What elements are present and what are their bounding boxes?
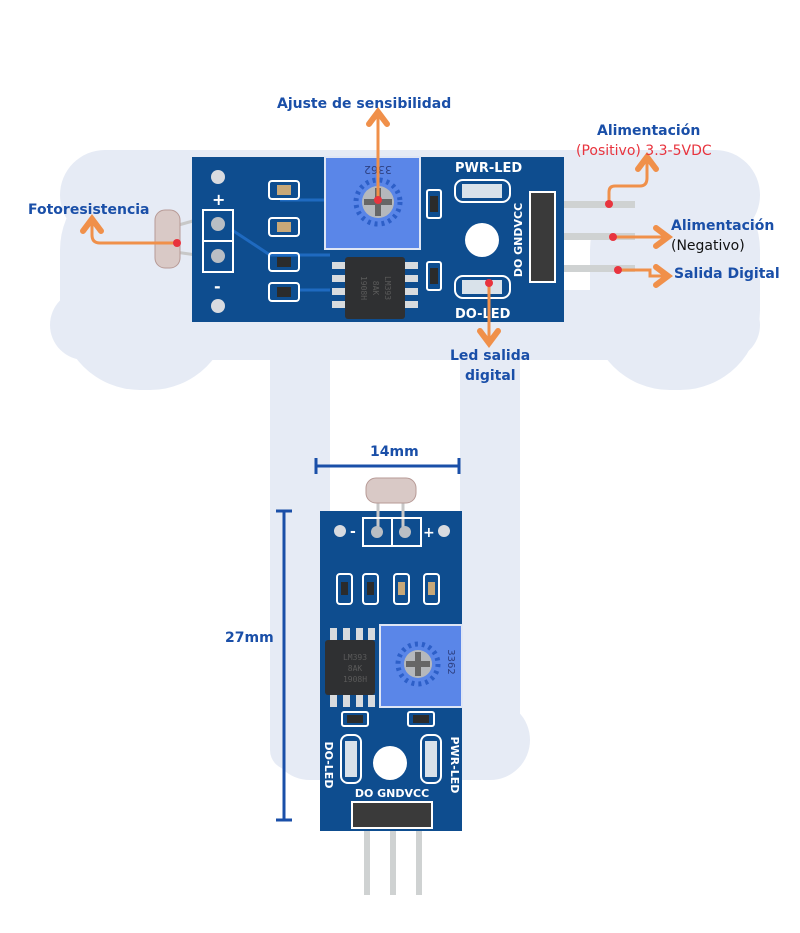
minus-label: - bbox=[214, 277, 221, 296]
label-led-out-line2: digital bbox=[465, 368, 516, 384]
pin-header bbox=[529, 191, 556, 283]
pin-labels-bottom: DO GNDVCC bbox=[355, 787, 429, 800]
plus-label: + bbox=[212, 190, 225, 209]
ic-chip bbox=[345, 257, 405, 319]
callout-arrows bbox=[80, 107, 673, 348]
pwr-led-label-bottom: PWR-LED bbox=[448, 737, 461, 794]
label-width: 14mm bbox=[370, 444, 419, 460]
ic-chip-bottom bbox=[325, 640, 375, 695]
arrow-power-pos bbox=[607, 152, 659, 204]
label-photoresistor: Fotoresistencia bbox=[28, 202, 150, 218]
pwr-led-bottom bbox=[425, 741, 437, 777]
do-led-label-bottom: DO-LED bbox=[322, 742, 335, 789]
photoresistor bbox=[154, 209, 181, 269]
photoresistor-bottom bbox=[365, 477, 417, 504]
dimension-height bbox=[276, 509, 292, 822]
mounting-hole-bottom bbox=[373, 746, 407, 780]
chip-line-1: LM393 bbox=[383, 276, 392, 300]
pin-do bbox=[555, 265, 635, 272]
pot-marking-bottom: 3362 bbox=[445, 649, 456, 674]
label-power-neg-line2: (Negativo) bbox=[671, 238, 745, 254]
dimension-width bbox=[314, 458, 461, 474]
pin-gnd bbox=[555, 233, 635, 240]
label-digital-out: Salida Digital bbox=[674, 266, 780, 282]
pin-vcc bbox=[555, 201, 635, 208]
pin-labels: DO GNDVCC bbox=[512, 203, 525, 277]
watermark-stem-right bbox=[460, 300, 520, 770]
arrow-photoresistor bbox=[80, 214, 177, 245]
label-sensitivity: Ajuste de sensibilidad bbox=[277, 96, 452, 112]
pwr-led-label: PWR-LED bbox=[455, 161, 522, 176]
label-power-pos-line2: (Positivo) 3.3-5VDC bbox=[576, 143, 712, 159]
pin-header-bottom bbox=[351, 801, 433, 829]
do-led-label: DO-LED bbox=[455, 307, 511, 322]
chip-line-3: 1908H bbox=[359, 276, 368, 300]
minus-label-bottom: - bbox=[350, 524, 356, 540]
chip-line-3-bottom: 1908H bbox=[343, 675, 367, 684]
label-power-pos-line1: Alimentación bbox=[597, 123, 701, 139]
plus-label-bottom: + bbox=[423, 525, 435, 541]
chip-line-1-bottom: LM393 bbox=[343, 653, 367, 662]
board-top: + - 3362 LM393 8AK 1908H bbox=[154, 156, 635, 322]
chip-line-2-bottom: 8AK bbox=[348, 664, 363, 673]
arrow-digital-out bbox=[618, 264, 673, 288]
callout-dots bbox=[173, 196, 622, 287]
do-led-bottom bbox=[345, 741, 357, 777]
board-bottom: - + LM393 8AK 1908H 3362 bbox=[320, 477, 463, 895]
do-led bbox=[462, 280, 502, 294]
label-led-out-line1: Led salida bbox=[450, 348, 531, 364]
label-power-neg-line1: Alimentación bbox=[671, 218, 775, 234]
pwr-led bbox=[462, 184, 502, 198]
mounting-hole bbox=[465, 223, 499, 257]
label-height: 27mm bbox=[225, 630, 274, 646]
chip-line-2: 8AK bbox=[371, 281, 380, 296]
